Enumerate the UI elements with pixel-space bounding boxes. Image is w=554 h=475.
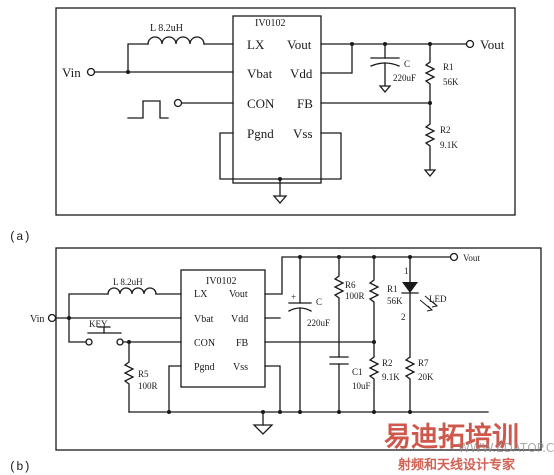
r1-a-ref: R1 <box>443 62 454 72</box>
ground-a <box>272 195 288 204</box>
circuit-b: IV0102 LX Vbat CON Pgnd Vout Vdd FB Vss … <box>30 247 542 451</box>
r6-b <box>333 256 345 358</box>
vin-b-label: Vin <box>30 314 44 325</box>
r1-b-val: 56K <box>387 296 403 306</box>
vout-b-label: Vout <box>463 253 480 263</box>
r7-b <box>404 356 416 413</box>
r1-a-val: 56K <box>443 77 459 87</box>
con-a-terminal <box>173 98 183 108</box>
chip-a-name: IV0102 <box>255 18 286 29</box>
vin-a-terminal <box>86 67 96 77</box>
r5-b-val: 100R <box>138 381 158 391</box>
chip-b-pin-lx: LX <box>194 289 208 300</box>
inductor-a <box>147 36 205 45</box>
r2-b-ref: R2 <box>382 358 393 368</box>
cap-a-ref: C <box>404 59 410 69</box>
c1-b-val: 10uF <box>352 381 371 391</box>
r2-a-val: 9.1K <box>440 140 458 150</box>
watermark-brand: 易迪拓培训 <box>384 422 519 453</box>
chip-b-name: IV0102 <box>206 276 237 287</box>
c1-b-ref: C1 <box>352 367 363 377</box>
r5-b-ref: R5 <box>138 369 149 379</box>
vout-b-terminal <box>449 252 459 262</box>
watermark-site: WWW.EDATOP.COM <box>458 441 554 455</box>
chip-b-pin-vss: Vss <box>233 362 248 373</box>
r6-b-ref: R6 <box>345 280 356 290</box>
r6-b-val: 100R <box>345 291 365 301</box>
circuit-a-frame <box>55 7 516 216</box>
chip-a-pin-vdd: Vdd <box>290 66 313 81</box>
chip-b-pin-vdd: Vdd <box>231 314 248 325</box>
r1-b-ref: R1 <box>387 284 398 294</box>
r2-b <box>368 341 380 413</box>
chip-a-pin-con: CON <box>247 96 275 111</box>
caption-a: (a) <box>9 230 31 244</box>
led-b <box>402 282 418 293</box>
caption-b: (b) <box>9 460 31 474</box>
chip-a-pin-lx: LX <box>247 37 265 52</box>
cap-b-val: 220uF <box>307 318 330 328</box>
chip-a-pin-pgnd: Pgnd <box>247 126 274 141</box>
led-b-label: LED <box>429 294 447 304</box>
r1-a <box>424 43 436 104</box>
r7-b-ref: R7 <box>418 358 429 368</box>
cap-b-ref: C <box>316 297 322 307</box>
r2-a <box>424 102 436 171</box>
r5-b <box>123 341 135 413</box>
chip-a-pin-vss: Vss <box>293 126 313 141</box>
chip-b-pin-con: CON <box>194 338 215 349</box>
led-pin1: 1 <box>404 266 409 276</box>
ground-b <box>252 424 274 435</box>
r1-b <box>368 256 380 343</box>
r2-b-val: 9.1K <box>382 372 400 382</box>
r2-a-ref: R2 <box>440 125 451 135</box>
chip-b-pin-pgnd: Pgnd <box>194 362 215 373</box>
chip-b <box>180 269 266 388</box>
chip-a-pin-vbat: Vbat <box>247 66 273 81</box>
chip-a-pin-vout: Vout <box>287 37 312 52</box>
chip-b-pin-fb: FB <box>236 338 249 349</box>
vin-b-terminal <box>47 313 57 323</box>
chip-a <box>232 15 322 184</box>
vin-a-label: Vin <box>62 65 81 80</box>
cap-a-val: 220uF <box>393 73 416 83</box>
inductor-a-label: L 8.2uH <box>150 23 183 34</box>
ground-a-r2 <box>423 169 437 178</box>
pulse-a <box>127 100 169 119</box>
inductor-b <box>107 287 157 295</box>
circuit-b-frame <box>55 247 542 451</box>
watermark: 易迪拓培训 WWW.EDATOP.COM 射频和天线设计专家 <box>384 422 554 473</box>
chip-a-pin-fb: FB <box>297 96 313 111</box>
chip-b-pin-vbat: Vbat <box>194 314 214 325</box>
vout-a-terminal <box>465 39 475 49</box>
cap-b-plus: + <box>291 292 296 302</box>
chip-b-pin-vout: Vout <box>229 289 248 300</box>
vout-a-label: Vout <box>480 37 505 52</box>
key-label: KEY <box>89 319 108 329</box>
ground-a-cap <box>378 85 392 94</box>
inductor-b-label: L 8.2uH <box>113 277 143 287</box>
r7-b-val: 20K <box>418 372 434 382</box>
watermark-tagline: 射频和天线设计专家 <box>397 457 516 473</box>
circuit-a: IV0102 LX Vbat CON Pgnd Vout Vdd FB Vss … <box>55 7 516 216</box>
led-pin2: 2 <box>401 312 406 322</box>
